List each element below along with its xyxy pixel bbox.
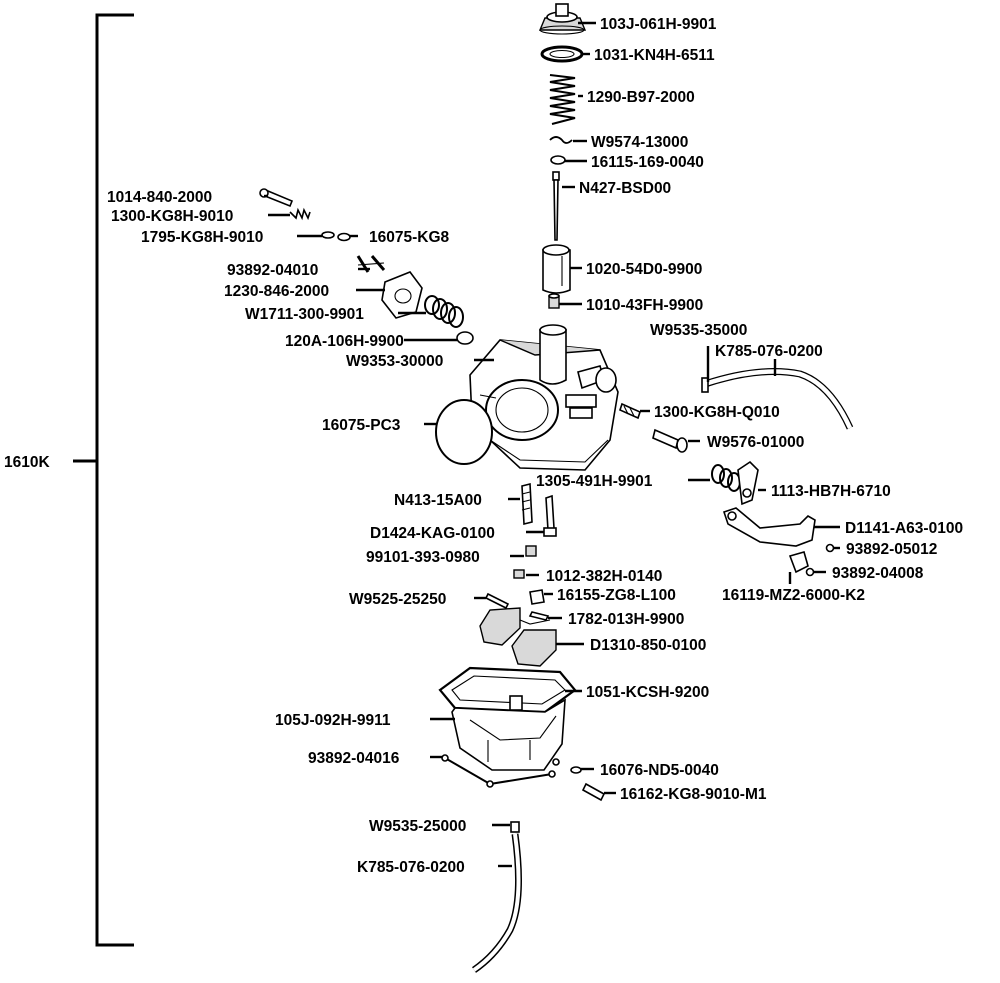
o-ring-120A [456,331,474,345]
idle-screw [619,402,641,420]
part-label: 99101-393-0980 [366,549,480,566]
part-label: W9576-01000 [707,434,804,451]
part-label: 16119-MZ2-6000-K2 [722,587,865,604]
screw-93892-04008 [805,567,815,577]
assembly-bracket [73,13,134,947]
carburetor-body [469,324,619,471]
air-screw [259,188,294,208]
part-label: 93892-05012 [846,541,937,558]
needle-jet [548,293,560,309]
leader-lines [264,21,840,868]
needle-clip [549,136,573,144]
part-label: 1113-HB7H-6710 [771,483,891,500]
float [479,607,557,667]
part-label: D1424-KAG-0100 [370,525,495,542]
part-label: W9535-25000 [369,818,466,835]
air-screw-spring [289,207,311,221]
part-label: 1305-491H-9901 [536,473,653,490]
part-label: 16075-PC3 [322,417,401,434]
jet-needle [552,171,560,241]
part-label: N413-15A00 [394,492,482,509]
part-label: 1014-840-2000 [107,189,212,206]
o-ring-small [337,232,351,242]
part-label: 1020-54D0-9900 [586,261,702,278]
part-label: W9353-30000 [346,353,443,370]
part-label: 1010-43FH-9900 [586,297,703,314]
pilot-jet [513,569,525,579]
part-label: 1300-KG8H-Q010 [654,404,780,421]
part-label: 1795-KG8H-9010 [141,229,263,246]
needle-jet-holder [543,494,557,537]
mixing-chamber-cap [538,3,587,35]
part-label: 1300-KG8H-9010 [111,208,233,225]
part-label: 1012-382H-0140 [546,568,662,585]
throttle-lever [737,460,759,506]
part-label: D1310-850-0100 [590,637,706,654]
starter-cover [381,271,423,319]
starter-spring [424,295,464,328]
part-label: 1290-B97-2000 [587,89,695,106]
float-valve [529,589,545,605]
part-label: N427-BSD00 [579,180,671,197]
intake-o-ring [435,399,493,465]
throttle-valve [542,244,571,294]
part-label: 93892-04016 [308,750,400,767]
main-jet-holder [521,482,533,526]
part-label: 1031-KN4H-6511 [594,47,715,64]
part-label: 16115-169-0040 [591,154,704,171]
screw-93892-05012 [825,543,835,553]
needle-washer [550,155,566,165]
part-label: 120A-106H-9900 [285,333,404,350]
part-label: W9525-25250 [349,591,446,608]
drain-hose-lower [471,821,523,973]
part-labels: 103J-061H-9901 1031-KN4H-6511 1290-B97-2… [107,16,963,876]
part-drawings [259,3,854,973]
drain-washer [570,766,582,774]
part-label: 1782-013H-9900 [568,611,684,628]
bracket-clip [788,551,809,574]
part-label: 16075-KG8 [369,229,450,246]
part-label: D1141-A63-0100 [845,520,963,537]
part-label: W1711-300-9901 [245,306,364,323]
throttle-spring [549,74,576,125]
part-label: 1230-846-2000 [224,283,329,300]
part-label: 16076-ND5-0040 [600,762,719,779]
float-bowl [451,695,566,771]
part-label: W9574-13000 [591,134,688,151]
part-label: 93892-04008 [832,565,924,582]
drain-screw [581,782,606,802]
vent-hose-upper [701,368,854,430]
cable-bracket [722,507,816,547]
float-pin [484,592,510,610]
throttle-stop-screw [652,428,688,453]
air-screw-washer [321,231,335,239]
part-label: 93892-04010 [227,262,318,279]
assembly-label: 1610K [4,454,50,471]
throttle-return-spring [711,464,741,492]
part-label: 16162-KG8-9010-M1 [620,786,767,803]
part-label: K785-076-0200 [357,859,465,876]
main-jet [525,545,537,557]
part-label: 105J-092H-9911 [275,712,391,729]
cap-gasket [540,45,584,63]
part-label: 1051-KCSH-9200 [586,684,709,701]
float-valve-clip [528,611,550,621]
part-label: 103J-061H-9901 [600,16,717,33]
part-label: K785-076-0200 [715,343,823,360]
part-label: W9535-35000 [650,322,747,339]
part-label: 16155-ZG8-L100 [557,587,676,604]
